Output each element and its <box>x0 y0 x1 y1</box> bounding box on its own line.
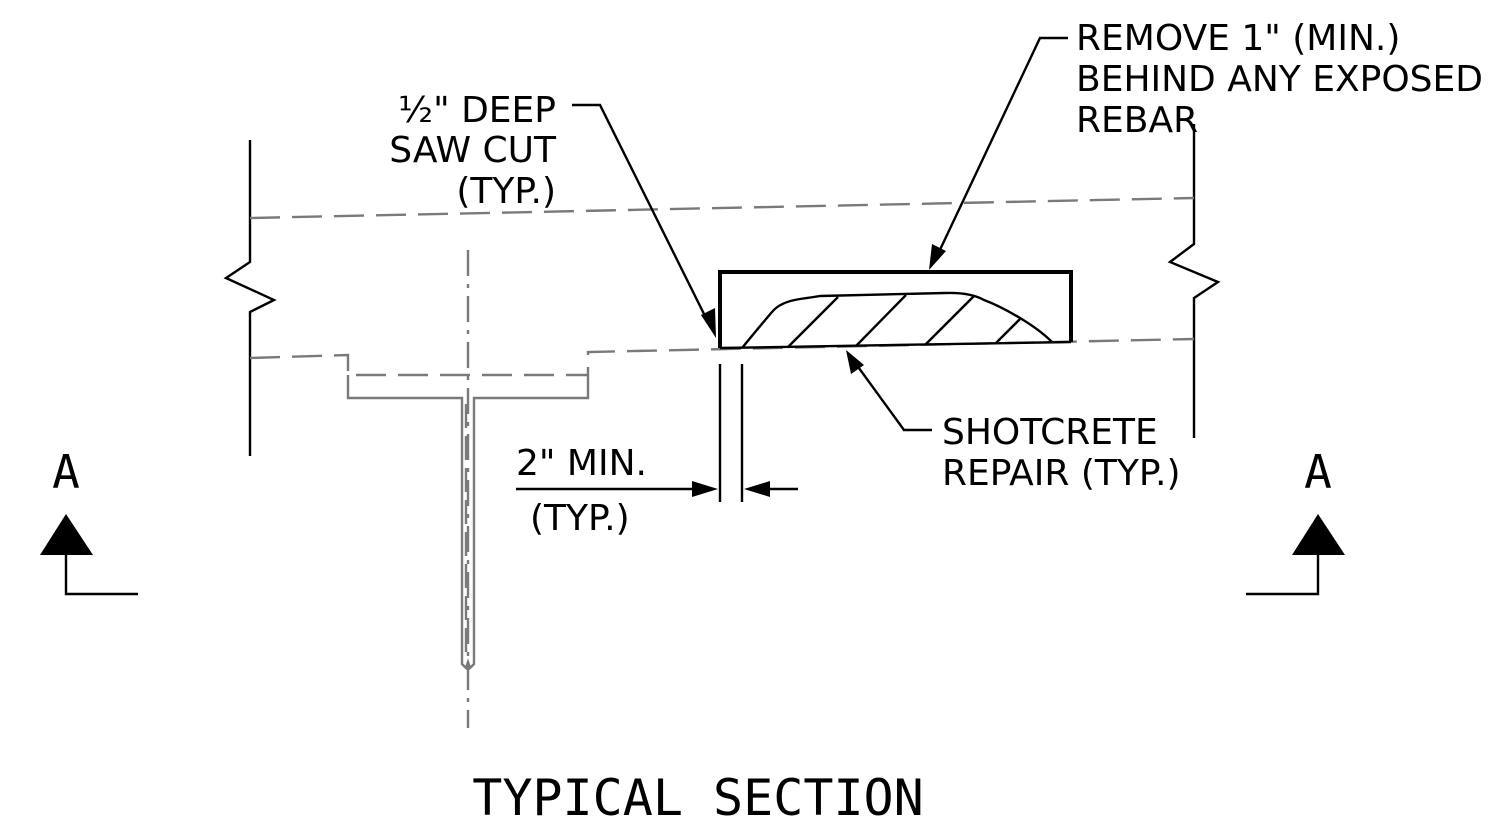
shotcrete-patch-outline <box>741 291 1053 349</box>
drawing-title: TYPICAL SECTION <box>472 769 924 827</box>
section-mark-right-line <box>1246 555 1320 596</box>
saw-cut-label-line1: ½" DEEP <box>398 90 556 131</box>
min-dimension-label-line2: (TYP.) <box>530 498 630 539</box>
shotcrete-patch-base <box>719 340 1072 350</box>
bottom-step-solid <box>346 375 590 671</box>
leader-remove <box>936 36 1068 255</box>
min-dimension-label-line1: 2" MIN. <box>516 443 647 484</box>
section-arrow-left-icon <box>40 514 93 555</box>
section-mark-left: A <box>52 445 80 499</box>
remove-label-line1: REMOVE 1" (MIN.) <box>1076 18 1400 59</box>
remove-label-line2: BEHIND ANY EXPOSED <box>1076 59 1483 100</box>
remove-label-line3: REBAR <box>1076 100 1198 141</box>
saw-cut-label-line3: (TYP.) <box>456 171 556 212</box>
dimension-arrow-right <box>744 481 770 497</box>
shotcrete-label-line1: SHOTCRETE <box>942 412 1158 453</box>
shotcrete-hatching <box>787 294 1021 348</box>
section-mark-right: A <box>1304 445 1332 499</box>
shotcrete-label-line2: REPAIR (TYP.) <box>942 453 1180 494</box>
section-arrow-right-icon <box>1292 514 1345 555</box>
top-hidden-line <box>249 196 1195 220</box>
section-mark-left-line <box>64 555 138 596</box>
right-break-line <box>1167 124 1221 438</box>
leader-shotcrete <box>855 363 932 432</box>
dimension-arrow-left <box>692 481 718 497</box>
bottom-hidden-line <box>249 337 1195 377</box>
leader-saw-cut-arrow <box>701 308 716 338</box>
saw-cut-label-line2: SAW CUT <box>389 130 557 171</box>
repair-box <box>718 270 1073 348</box>
leader-shotcrete-arrow <box>846 350 864 374</box>
left-break-line <box>223 140 277 456</box>
leader-remove-arrow <box>929 244 946 270</box>
leader-saw-cut <box>572 103 710 323</box>
